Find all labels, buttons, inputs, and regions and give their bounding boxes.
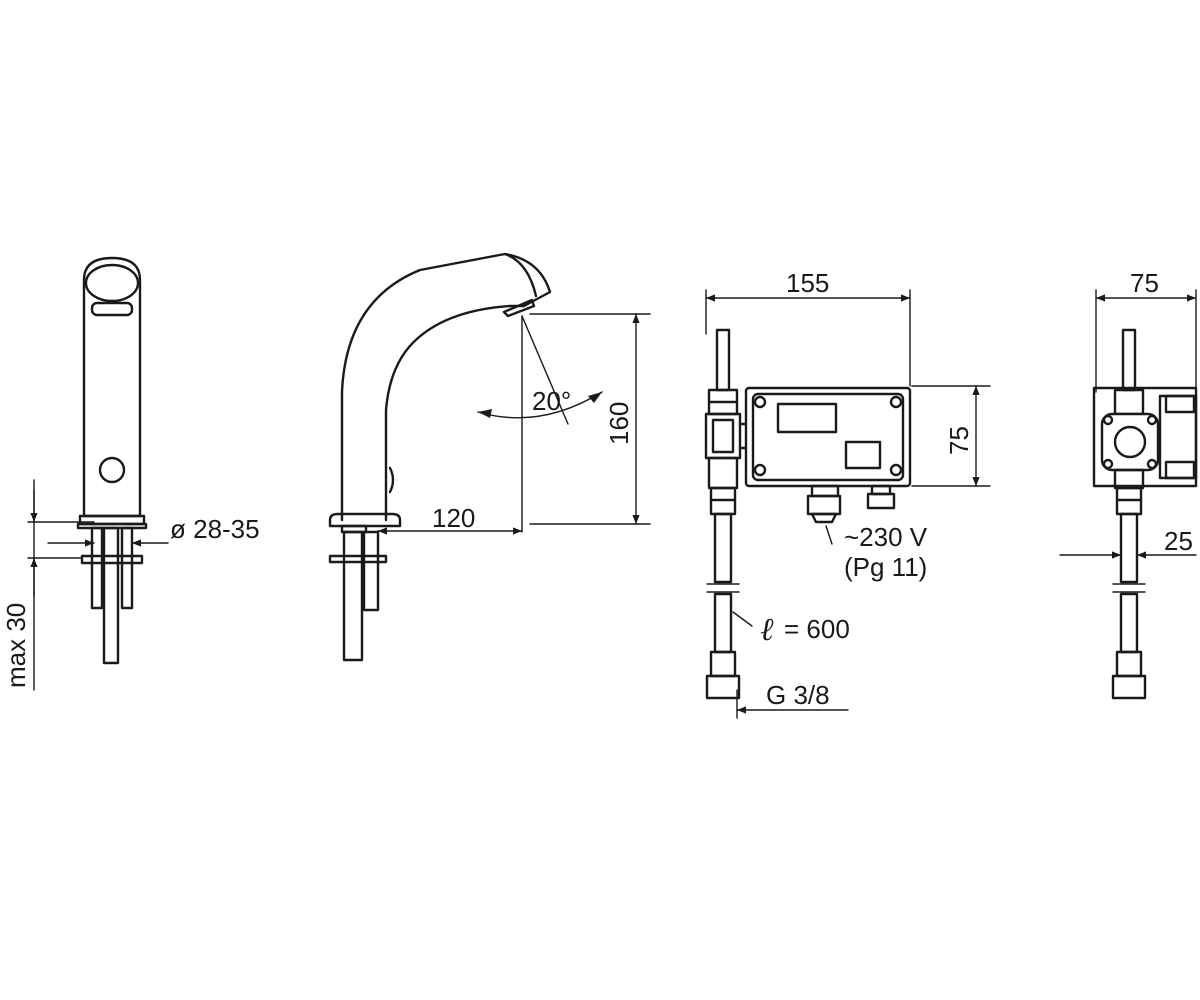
- angle-label: 20°: [532, 386, 571, 416]
- faucet-front-view: max 30 ø 28-35: [1, 256, 260, 691]
- hose-length-symbol: ℓ: [760, 610, 774, 648]
- box-height-label: 75: [944, 426, 974, 455]
- hole-diameter-label: ø 28-35: [170, 514, 260, 544]
- hose-length-label: = 600: [784, 614, 850, 644]
- voltage-label: ~230 V: [844, 522, 928, 552]
- sensor-icon: [98, 456, 126, 484]
- thread-label: G 3/8: [766, 680, 830, 710]
- box-width-label: 155: [786, 268, 829, 298]
- side-depth-label: 75: [1130, 268, 1159, 298]
- height-label: 160: [604, 402, 634, 445]
- control-box-front-view: 155 75: [704, 268, 991, 719]
- max-height-label: max 30: [1, 603, 31, 688]
- spout-reach-label: 120: [432, 503, 475, 533]
- gland-label: (Pg 11): [844, 552, 927, 582]
- side-offset-label: 25: [1164, 526, 1193, 556]
- faucet-side-view: 120 160 20°: [328, 252, 651, 662]
- control-box-side-view: 75 25: [1059, 268, 1198, 700]
